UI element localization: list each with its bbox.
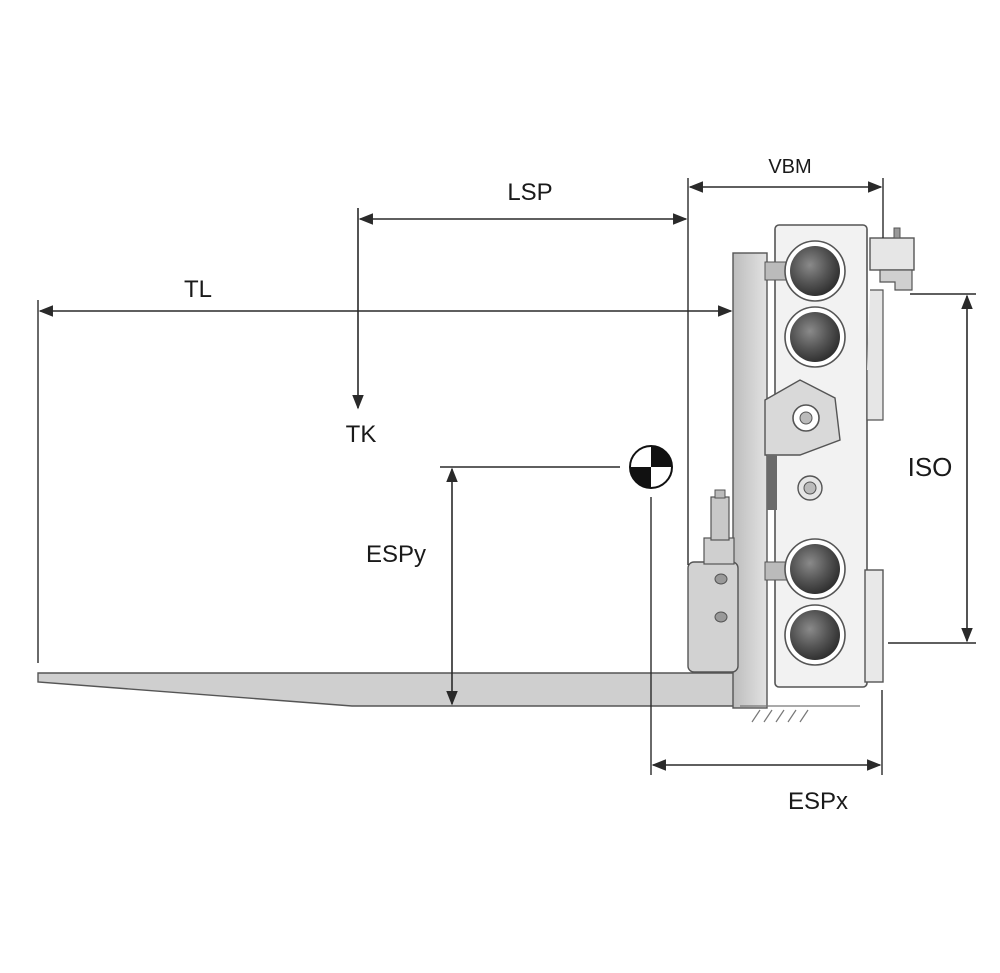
espx-dimension: ESPx	[650, 497, 883, 815]
center-of-gravity-icon	[629, 445, 673, 489]
upper-rollers	[764, 240, 846, 368]
espy-label: ESPy	[366, 541, 426, 568]
vbm-label: VBM	[768, 156, 811, 178]
lower-rollers	[764, 538, 846, 666]
fork-hook-block	[687, 489, 739, 673]
iso-dimension: ISO	[888, 293, 976, 644]
floor-hatch	[740, 705, 860, 723]
tl-label: TL	[184, 276, 212, 303]
fork-arm	[37, 672, 736, 707]
tl-dimension: TL	[37, 276, 733, 663]
tk-label: TK	[346, 421, 377, 448]
vbm-dimension: VBM	[687, 156, 884, 565]
top-hook-latch	[866, 227, 915, 421]
lsp-label: LSP	[507, 179, 552, 206]
espy-dimension: ESPy	[366, 466, 620, 706]
iso-label: ISO	[908, 452, 953, 482]
lsp-dimension: LSP	[358, 179, 688, 225]
espx-label: ESPx	[788, 788, 848, 815]
tk-dimension: TK	[346, 208, 377, 448]
